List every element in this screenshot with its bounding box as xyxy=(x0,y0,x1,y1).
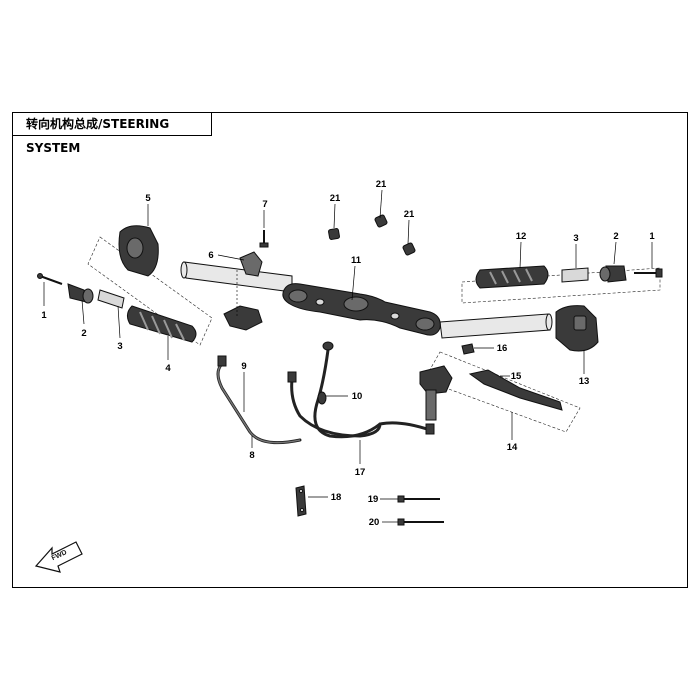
left-bar-end-screw xyxy=(37,273,63,285)
right-grip-sleeve xyxy=(561,267,589,283)
right-switch-housing xyxy=(555,305,599,352)
forward-direction-arrow: FWD xyxy=(34,541,83,573)
callout-4: 4 xyxy=(165,363,171,374)
callout-14: 14 xyxy=(507,442,518,453)
leader-lines xyxy=(43,189,653,523)
callout-2-right: 2 xyxy=(613,231,618,242)
throttle-cable xyxy=(287,371,382,438)
callout-11: 11 xyxy=(351,255,362,266)
clutch-cable xyxy=(313,341,435,439)
right-throttle-grip xyxy=(475,265,549,289)
diagram-frame xyxy=(12,112,688,588)
brake-hose xyxy=(216,355,302,445)
left-bar-end-weight xyxy=(67,283,94,304)
diagram-title: 转向机构总成/STEERING SYSTEM xyxy=(12,112,212,155)
right-bar-end-screw xyxy=(634,268,663,278)
callout-1-right: 1 xyxy=(649,231,655,242)
right-grip-assembly-outline xyxy=(461,267,661,304)
brake-master-cylinder xyxy=(419,365,453,421)
left-grip xyxy=(126,305,197,343)
callout-10: 10 xyxy=(352,391,363,402)
callout-20: 20 xyxy=(369,517,380,528)
callout-12: 12 xyxy=(516,231,527,242)
callout-6: 6 xyxy=(208,250,213,261)
callout-13: 13 xyxy=(579,376,590,387)
brake-lever-screw xyxy=(461,343,475,355)
callout-12-right-label: 3 xyxy=(573,233,578,244)
callout-2: 2 xyxy=(81,328,86,339)
left-switch-housing xyxy=(118,225,159,277)
switch-housing xyxy=(223,251,263,331)
clamp-bolt xyxy=(328,214,416,256)
callout-3: 3 xyxy=(117,341,122,352)
handlebar-upper-clamp xyxy=(282,283,441,336)
callout-19: 19 xyxy=(368,494,379,505)
switch-screw xyxy=(259,230,269,248)
callout-8: 8 xyxy=(249,450,254,461)
callout-18: 18 xyxy=(331,492,342,503)
pin-19 xyxy=(397,495,440,503)
left-grip-sleeve xyxy=(97,289,125,309)
brake-lever xyxy=(468,369,563,411)
left-grip-assembly-outline xyxy=(87,236,213,346)
callout-5: 5 xyxy=(145,193,151,204)
callout-labels: 1 2 3 4 5 6 7 8 9 10 11 12 13 14 15 16 1… xyxy=(41,179,655,528)
right-bar-end-weight xyxy=(599,265,627,283)
callout-17: 17 xyxy=(355,467,366,478)
handlebar xyxy=(180,261,553,339)
callout-16: 16 xyxy=(497,343,508,354)
callout-9: 9 xyxy=(241,361,246,372)
callout-7: 7 xyxy=(262,199,267,210)
callout-21: 21 xyxy=(330,193,341,204)
cable-bracket xyxy=(295,485,307,517)
callout-15: 15 xyxy=(511,371,522,382)
brake-lever-assembly-outline xyxy=(423,351,581,433)
callout-1: 1 xyxy=(41,310,47,321)
pin-20 xyxy=(397,518,444,526)
callout-21: 21 xyxy=(404,209,415,220)
callout-21: 21 xyxy=(376,179,387,190)
